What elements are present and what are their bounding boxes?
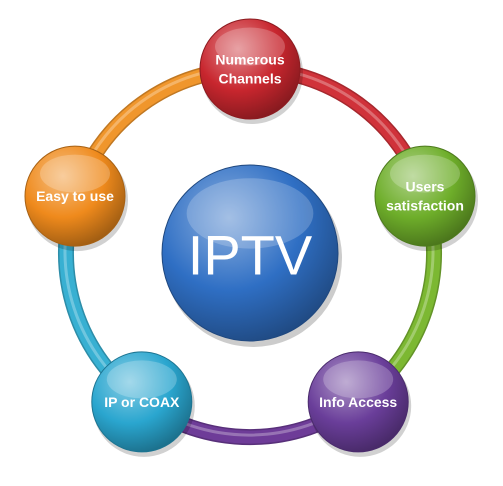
node-info-access: Info Access: [307, 351, 412, 457]
node-gloss: [390, 154, 460, 193]
node-label-line: Easy to use: [36, 188, 114, 204]
node-circle: [24, 145, 126, 247]
node-ip-or-coax: IP or COAX: [91, 351, 195, 457]
node-label-line: Info Access: [319, 394, 397, 410]
center-circle: [161, 164, 339, 342]
node-label-line: Users: [406, 179, 445, 195]
node-easy-to-use: Easy to use: [24, 145, 128, 252]
node-label-line: satisfaction: [386, 198, 464, 214]
node-gloss: [323, 360, 394, 399]
node-circle: [307, 351, 409, 453]
node-users-satisfaction: Users satisfaction: [374, 145, 478, 252]
center-hub: IPTV: [161, 164, 342, 347]
node-circle: [91, 351, 193, 453]
node-gloss: [106, 360, 177, 399]
center-label: IPTV: [188, 224, 313, 287]
node-circle: [199, 18, 301, 120]
node-label-line: Numerous: [215, 52, 284, 68]
node-gloss: [215, 27, 285, 66]
node-circle: [374, 145, 476, 247]
center-gloss: [186, 178, 314, 249]
node-label-line: IP or COAX: [104, 394, 180, 410]
node-label-line: Channels: [218, 71, 281, 87]
node-gloss: [40, 154, 110, 193]
